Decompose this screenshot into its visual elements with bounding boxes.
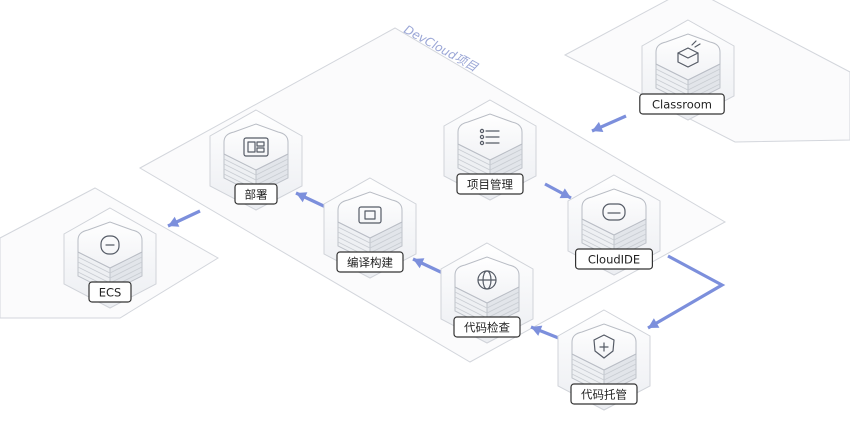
node-label-box — [88, 281, 132, 303]
flow-arrowhead — [413, 258, 425, 269]
node-cube-stripe — [581, 228, 647, 246]
node-cube-stripe — [337, 226, 403, 244]
node-cloudide[interactable]: CloudIDE — [567, 174, 661, 276]
node-label-text: 部署 — [245, 188, 268, 202]
node-label-text: CloudIDE — [588, 253, 640, 267]
cloud-ide-icon — [602, 203, 626, 221]
node-cube-stripe — [457, 153, 523, 171]
node-ecs[interactable]: ECS — [63, 207, 157, 309]
flow-arrowhead — [559, 188, 571, 199]
flow-arrows — [167, 114, 726, 343]
node-label: 部署 — [234, 183, 278, 205]
node-label: CloudIDE — [574, 248, 653, 270]
flow-arrowhead — [296, 192, 308, 203]
node-cube-stripe — [77, 261, 143, 279]
node-label: 编译构建 — [336, 251, 404, 273]
node-label-text: 代码托管 — [581, 388, 627, 402]
classroom-book-icon — [677, 40, 701, 68]
node-label-text: ECS — [99, 286, 122, 300]
globe-check-icon — [477, 270, 497, 290]
node-label-text: 编译构建 — [347, 256, 393, 270]
node-label: 代码托管 — [570, 383, 638, 405]
node-label-box — [456, 173, 524, 195]
node-label-box — [574, 248, 653, 270]
window-build-icon — [358, 206, 382, 224]
flow-arrowhead — [531, 325, 543, 336]
node-label: ECS — [88, 281, 132, 303]
node-label-box — [336, 251, 404, 273]
flow-arrow-line — [647, 254, 726, 330]
node-label: 项目管理 — [456, 173, 524, 195]
service-nodes: Classroom 项目管理 CloudIDE 代码托管 代码检查 编译构建 部署 ECS — [63, 19, 735, 411]
node-cube-top — [223, 123, 289, 171]
node-cube-stripe — [337, 231, 403, 249]
node-cube-stripe — [655, 73, 721, 91]
node-label-box — [453, 316, 521, 338]
shield-code-icon — [593, 334, 615, 359]
node-cube-stripe — [581, 223, 647, 241]
cloud-server-icon — [100, 235, 120, 255]
flow-arrowhead — [592, 121, 604, 132]
node-cube-stripe — [571, 358, 637, 376]
task-list-icon — [479, 128, 500, 146]
node-classroom[interactable]: Classroom — [639, 19, 735, 121]
node-cube-stripe — [655, 68, 721, 86]
devcloud-region — [138, 27, 727, 363]
node-cube-stripe — [223, 163, 289, 181]
node-label: Classroom — [639, 93, 725, 115]
node-label-box — [639, 93, 725, 115]
node-cube-stripe — [454, 291, 520, 309]
node-cube-stripe — [454, 296, 520, 314]
node-cube-top — [581, 188, 647, 236]
deploy-grid-icon — [243, 137, 269, 157]
node-cube-stripe — [571, 363, 637, 381]
node-label: 代码检查 — [453, 316, 521, 338]
node-label-text: 项目管理 — [467, 178, 513, 192]
flow-arrowhead — [168, 216, 180, 227]
node-label-box — [570, 383, 638, 405]
node-cube-stripe — [77, 256, 143, 274]
node-project-mgmt[interactable]: 项目管理 — [443, 99, 537, 201]
node-cube-stripe — [223, 158, 289, 176]
node-cube-stripe — [457, 148, 523, 166]
node-label-text: 代码检查 — [464, 321, 510, 335]
node-label-text: Classroom — [652, 98, 712, 112]
node-build[interactable]: 编译构建 — [323, 177, 417, 279]
node-deploy[interactable]: 部署 — [209, 109, 303, 211]
flow-arrowhead — [648, 318, 660, 328]
node-code-hosting[interactable]: 代码托管 — [557, 309, 651, 411]
node-cube-top — [655, 33, 721, 81]
node-label-box — [234, 183, 278, 205]
node-cube-top — [337, 191, 403, 239]
node-code-check[interactable]: 代码检查 — [440, 242, 534, 344]
